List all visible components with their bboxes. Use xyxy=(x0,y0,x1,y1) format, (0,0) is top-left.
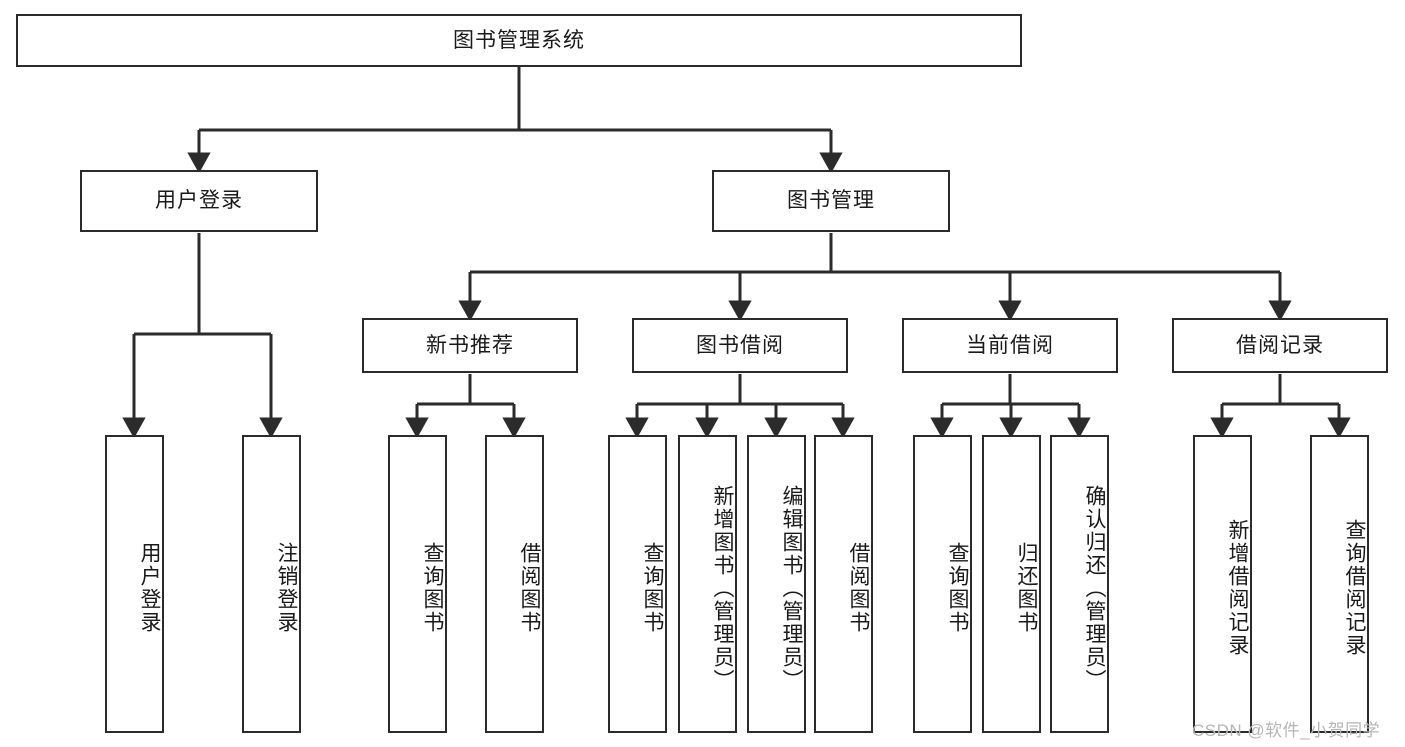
node-leaf-confirm-return-label: 确认归还（管理员） xyxy=(1083,484,1106,692)
node-leaf-user-logout[interactable]: 注销登录 xyxy=(242,435,301,733)
node-user-login-label: 用户登录 xyxy=(155,189,243,213)
node-leaf-confirm-return[interactable]: 确认归还（管理员） xyxy=(1050,435,1109,733)
node-leaf-query-book-3[interactable]: 查询图书 xyxy=(913,435,972,733)
node-leaf-query-book-1[interactable]: 查询图书 xyxy=(388,435,447,733)
node-user-login[interactable]: 用户登录 xyxy=(80,170,318,232)
node-leaf-borrow-book-2[interactable]: 借阅图书 xyxy=(814,435,873,733)
node-new-book-recommend-label: 新书推荐 xyxy=(426,333,514,357)
node-leaf-query-book-3-label: 查询图书 xyxy=(946,542,969,634)
node-leaf-return-book-label: 归还图书 xyxy=(1015,542,1038,634)
node-leaf-query-borrow-record[interactable]: 查询借阅记录 xyxy=(1310,435,1369,733)
node-leaf-query-book-1-label: 查询图书 xyxy=(421,542,444,634)
node-leaf-add-borrow-record[interactable]: 新增借阅记录 xyxy=(1193,435,1252,733)
node-current-borrow-label: 当前借阅 xyxy=(966,333,1054,357)
node-leaf-borrow-book-1[interactable]: 借阅图书 xyxy=(485,435,544,733)
node-leaf-user-logout-label: 注销登录 xyxy=(275,542,298,634)
node-book-management[interactable]: 图书管理 xyxy=(712,170,950,232)
node-leaf-edit-book-label: 编辑图书（管理员） xyxy=(780,484,803,692)
node-current-borrow[interactable]: 当前借阅 xyxy=(902,318,1118,373)
node-root-label: 图书管理系统 xyxy=(453,28,585,52)
node-book-management-label: 图书管理 xyxy=(787,189,875,213)
node-leaf-edit-book[interactable]: 编辑图书（管理员） xyxy=(747,435,806,733)
csdn-watermark: CSDN @软件_小贺同学 xyxy=(1192,721,1381,740)
node-leaf-borrow-book-2-label: 借阅图书 xyxy=(847,542,870,634)
node-leaf-query-borrow-record-label: 查询借阅记录 xyxy=(1343,519,1366,657)
node-leaf-borrow-book-1-label: 借阅图书 xyxy=(518,542,541,634)
node-new-book-recommend[interactable]: 新书推荐 xyxy=(362,318,578,373)
node-leaf-user-login[interactable]: 用户登录 xyxy=(105,435,164,733)
node-borrow-record-label: 借阅记录 xyxy=(1236,333,1324,357)
node-root[interactable]: 图书管理系统 xyxy=(16,14,1022,67)
node-leaf-add-borrow-record-label: 新增借阅记录 xyxy=(1226,519,1249,657)
node-borrow-record[interactable]: 借阅记录 xyxy=(1172,318,1388,373)
node-leaf-query-book-2-label: 查询图书 xyxy=(641,542,664,634)
node-leaf-add-book-label: 新增图书（管理员） xyxy=(711,484,734,692)
node-book-borrow-label: 图书借阅 xyxy=(696,333,784,357)
node-leaf-return-book[interactable]: 归还图书 xyxy=(982,435,1041,733)
node-leaf-user-login-label: 用户登录 xyxy=(138,542,161,634)
node-leaf-query-book-2[interactable]: 查询图书 xyxy=(608,435,667,733)
node-book-borrow[interactable]: 图书借阅 xyxy=(632,318,848,373)
node-leaf-add-book[interactable]: 新增图书（管理员） xyxy=(678,435,737,733)
